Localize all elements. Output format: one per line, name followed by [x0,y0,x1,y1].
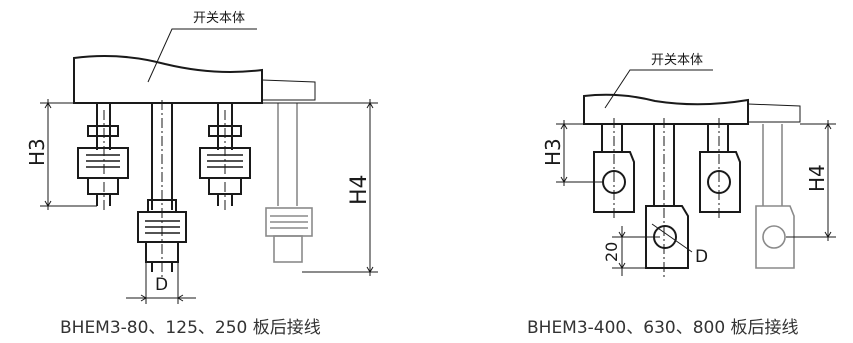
left-body-label: 开关本体 [193,11,245,26]
right-caption: BHEM3-400、630、800 板后接线 [527,318,799,338]
right-h3-label: H3 [541,138,565,166]
right-dim-h3: H3 [541,120,603,186]
left-diagram: 开关本体 [25,11,378,338]
right-dim-20: 20 [602,226,660,276]
right-switch-body [583,93,749,125]
left-dim-d: D [126,262,196,304]
right-lug-2 [645,124,689,269]
left-d-label: D [155,275,168,295]
left-h4-label: H4 [347,174,372,205]
left-terminal-4-hidden [265,103,313,263]
right-d-label: D [695,247,708,267]
right-body-label: 开关本体 [651,53,703,68]
right-20-label: 20 [602,242,621,262]
left-dim-h3: H3 [25,99,97,210]
left-h3-label: H3 [25,138,49,166]
right-dim-d: D [651,223,708,267]
right-lug-4-hidden [755,124,795,269]
left-caption: BHEM3-80、125、250 板后接线 [60,318,321,338]
right-h4-label: H4 [805,164,829,192]
right-dim-h4: H4 [786,120,836,241]
left-switch-body [73,55,263,104]
right-diagram: 开关本体 [527,53,836,338]
left-terminal-1 [77,103,129,206]
left-dim-h4: H4 [262,99,378,276]
right-lug-3 [699,124,741,213]
